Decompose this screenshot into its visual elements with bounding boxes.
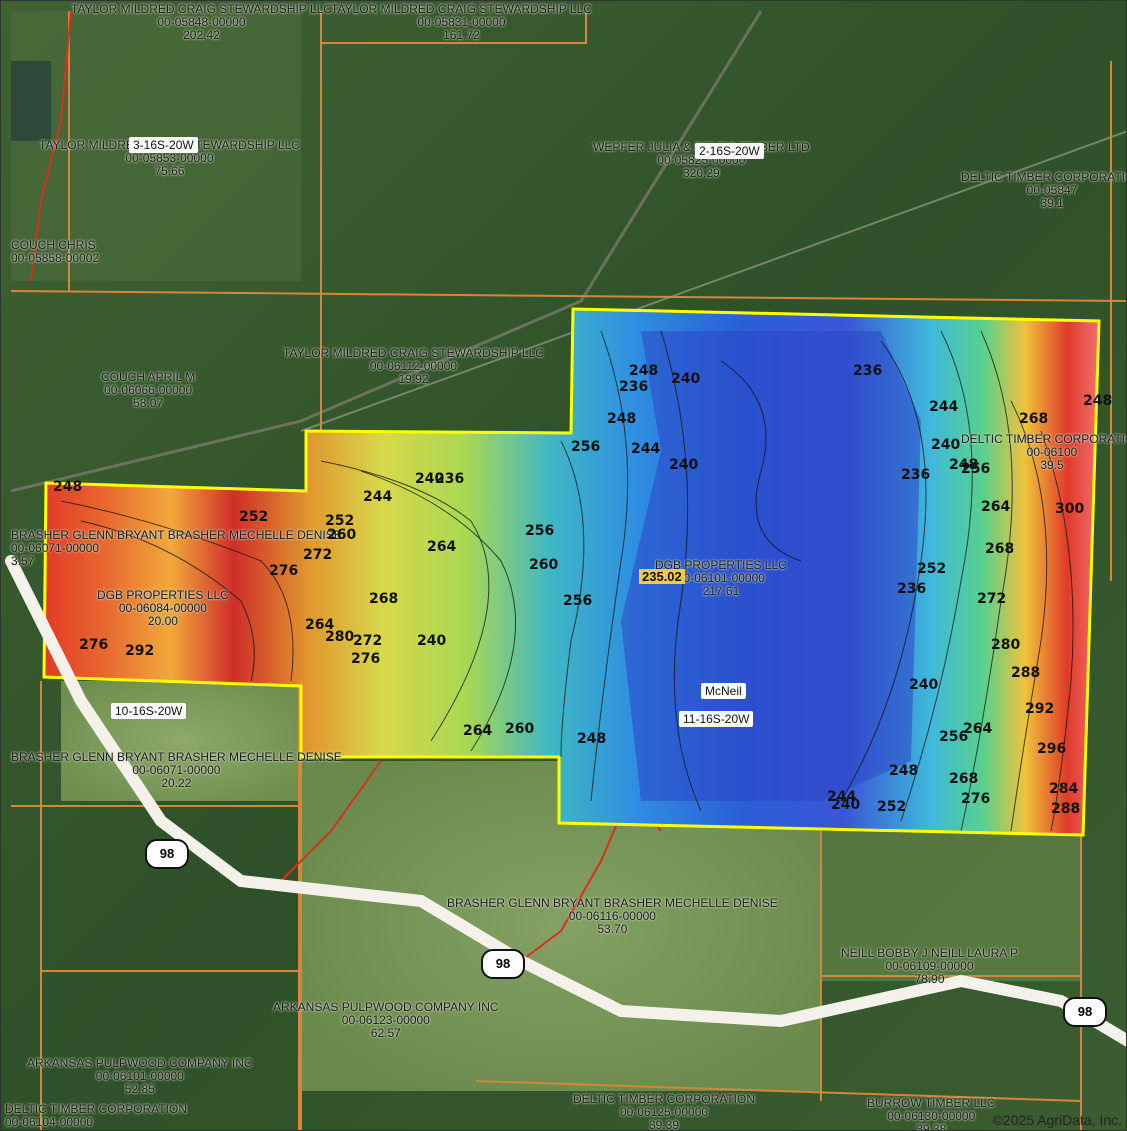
section-label: 11-16S-20W [679,711,754,727]
contour-label: 256 [961,461,991,477]
contour-label: 248 [577,731,607,747]
contour-label: 272 [303,547,333,563]
contour-label: 260 [529,557,559,573]
contour-label: 244 [363,489,393,505]
contour-label: 240 [909,677,939,693]
contour-label: 236 [897,581,927,597]
contour-label: 300 [1055,501,1085,517]
contour-label: 268 [985,541,1015,557]
contour-label: 244 [631,441,661,457]
contour-label: 264 [427,539,457,555]
parcel-label: BRASHER GLENN BRYANT BRASHER MECHELLE DE… [447,896,778,936]
contour-label: 248 [889,763,919,779]
contour-label: 256 [563,593,593,609]
highway-shield: 98 [145,839,189,869]
contour-label: 248 [629,363,659,379]
contour-label: 288 [1051,801,1081,817]
contour-label: 236 [435,471,465,487]
section-label: 2-16S-20W [695,143,764,159]
contour-label: 240 [831,797,861,813]
contour-label: 252 [239,509,269,525]
contour-label: 244 [827,789,857,805]
contour-label: 272 [977,591,1007,607]
contour-label: 252 [877,799,907,815]
contour-label: 292 [1025,701,1055,717]
contour-label: 276 [961,791,991,807]
section-label: 3-16S-20W [129,137,198,153]
place-label: McNeil [701,683,746,699]
elevation-readout: 235.02 [639,569,685,584]
contour-label: 244 [929,399,959,415]
contour-label: 236 [619,379,649,395]
contour-label: 240 [669,457,699,473]
contour-label: 248 [949,457,979,473]
contour-label: 240 [417,633,447,649]
contour-label: 268 [369,591,399,607]
contour-label: 252 [917,561,947,577]
contour-label: 248 [607,411,637,427]
contour-label: 240 [931,437,961,453]
contour-label: 264 [305,617,335,633]
contour-label: 264 [963,721,993,737]
section-label: 10-16S-20W [111,703,187,719]
contour-label: 248 [1083,393,1113,409]
contour-label: 240 [671,371,701,387]
contour-label: 284 [1049,781,1079,797]
contour-label: 256 [939,729,969,745]
contour-label: 268 [1019,411,1049,427]
highway-shield: 98 [481,949,525,979]
contour-label: 236 [853,363,883,379]
contour-label: 276 [351,651,381,667]
contour-label: 272 [353,633,383,649]
contour-label: 276 [269,563,299,579]
contour-label: 276 [79,637,109,653]
contour-label: 280 [991,637,1021,653]
contour-label: 252 [325,513,355,529]
contour-label: 260 [505,721,535,737]
parcel-label: BRASHER GLENN BRYANT BRASHER MECHELLE DE… [11,750,342,790]
contour-label: 256 [571,439,601,455]
highway-shield: 98 [1063,997,1107,1027]
contour-label: 264 [463,723,493,739]
contour-label: 236 [901,467,931,483]
parcel-label: BRASHER GLENN BRYANT BRASHER MECHELLE DE… [11,528,342,568]
contour-label: 268 [949,771,979,787]
contour-label: 256 [525,523,555,539]
contour-label: 292 [125,643,155,659]
contour-label: 248 [53,479,83,495]
contour-label: 240 [415,471,445,487]
contour-label: 260 [327,527,357,543]
contour-label: 296 [1037,741,1067,757]
contour-label: 288 [1011,665,1041,681]
contour-label: 264 [981,499,1011,515]
contour-label: 280 [325,629,355,645]
copyright: ©2025 AgriData, Inc. [992,1112,1122,1128]
